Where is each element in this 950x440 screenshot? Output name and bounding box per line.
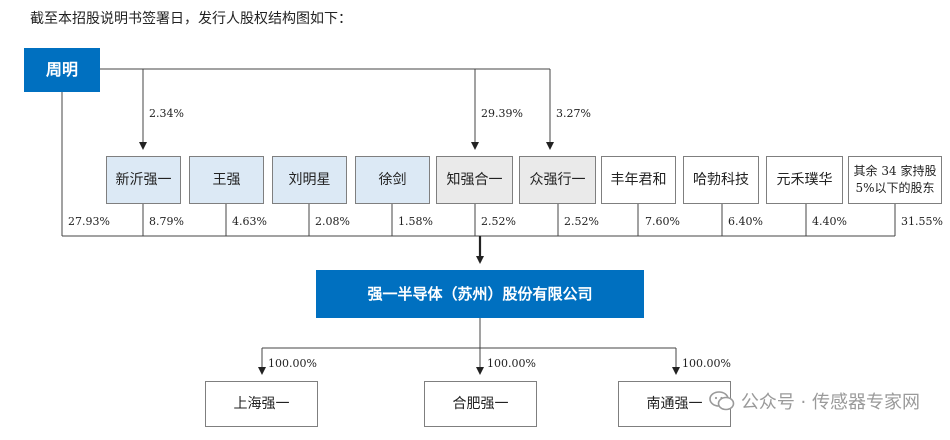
pct-shareholder: 6.40% <box>728 215 763 228</box>
pct-shareholder: 2.52% <box>564 215 599 228</box>
pct-subsidiary: 100.00% <box>682 357 731 370</box>
controller-box: 周明 <box>24 48 100 92</box>
shareholder-box: 众强行一 <box>519 156 596 204</box>
watermark-text: 公众号 · 传感器专家网 <box>740 392 920 413</box>
pct-shareholder: 7.60% <box>645 215 680 228</box>
shareholder-name: 众强行一 <box>529 172 586 188</box>
pct-controller-zhongqiang: 3.27% <box>556 107 591 120</box>
company-box: 强一半导体（苏州）股份有限公司 <box>316 270 644 318</box>
shareholder-name: 徐剑 <box>378 172 407 188</box>
pct-shareholder: 8.79% <box>149 215 184 228</box>
shareholder-box: 哈勃科技 <box>683 156 759 204</box>
shareholder-box: 徐剑 <box>355 156 430 204</box>
subsidiary-box: 上海强一 <box>205 381 318 427</box>
shareholder-box: 王强 <box>189 156 264 204</box>
shareholder-name-line1: 其余 34 家持股 <box>853 164 937 178</box>
watermark: 公众号 · 传感器专家网 <box>709 388 920 414</box>
controller-name: 周明 <box>45 60 78 79</box>
pct-shareholder: 2.08% <box>315 215 350 228</box>
shareholder-name: 哈勃科技 <box>693 172 749 188</box>
pct-shareholder: 1.58% <box>398 215 433 228</box>
shareholder-box-others: 其余 34 家持股 5%以下的股东 <box>848 156 942 204</box>
shareholder-box: 刘明星 <box>272 156 347 204</box>
shareholder-box: 丰年君和 <box>601 156 676 204</box>
subsidiary-name: 上海强一 <box>233 396 290 412</box>
pct-subsidiary: 100.00% <box>487 357 536 370</box>
shareholder-name: 王强 <box>212 172 241 188</box>
shareholder-name: 丰年君和 <box>610 172 667 188</box>
pct-shareholder: 4.40% <box>812 215 847 228</box>
pct-controller-xinyi: 2.34% <box>149 107 184 120</box>
shareholder-box: 新沂强一 <box>106 156 181 204</box>
wechat-icon <box>709 391 735 411</box>
pct-subsidiary: 100.00% <box>268 357 317 370</box>
intro-text: 截至本招股说明书签署日，发行人股权结构图如下： <box>30 11 352 27</box>
subsidiary-name: 合肥强一 <box>452 396 509 412</box>
shareholder-box: 元禾璞华 <box>766 156 843 204</box>
company-name: 强一半导体（苏州）股份有限公司 <box>367 285 593 303</box>
pct-controller-direct: 27.93% <box>68 215 110 228</box>
subsidiary-box: 合肥强一 <box>424 381 537 427</box>
shareholder-box: 知强合一 <box>436 156 513 204</box>
shareholder-name: 新沂强一 <box>115 172 172 188</box>
pct-controller-zhiqiang: 29.39% <box>481 107 523 120</box>
shareholder-name: 刘明星 <box>288 172 331 188</box>
pct-shareholder: 2.52% <box>481 215 516 228</box>
subsidiary-name: 南通强一 <box>646 396 703 412</box>
pct-shareholder: 31.55% <box>901 215 943 228</box>
pct-shareholder: 4.63% <box>232 215 267 228</box>
shareholder-name-line2: 5%以下的股东 <box>855 181 935 195</box>
shareholder-name: 元禾璞华 <box>776 172 833 188</box>
shareholder-name: 知强合一 <box>446 172 503 188</box>
